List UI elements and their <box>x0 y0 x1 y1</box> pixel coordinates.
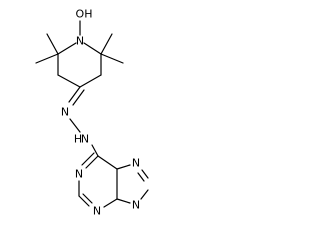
bond-c2-methyl-left <box>35 53 59 64</box>
atom-n-hydrazone-1: N <box>61 106 69 119</box>
bond-n1-c2 <box>57 42 77 55</box>
bond-c4-c5 <box>79 74 102 88</box>
atom-n-purine-3: N <box>93 205 101 218</box>
bond-c2-n3-purine <box>78 195 90 207</box>
atom-n-purine-7: N <box>132 157 140 170</box>
bond-c2-n3-purine-double <box>82 193 93 204</box>
bond-n-n <box>69 118 81 133</box>
bond-c6-methyl-up <box>100 33 113 55</box>
bond-c5-n7-purine <box>116 164 131 170</box>
bond-c3-c4 <box>57 74 81 88</box>
bond-c4-n-hydrazone-b <box>72 89 85 106</box>
bond-c6-n1-purine <box>85 155 99 169</box>
bond-c2-methyl-up <box>46 33 59 55</box>
bond-n9-c4-purine <box>116 198 131 204</box>
chemical-structure-diagram: OH N N N H N N N N <box>35 8 149 218</box>
atom-n-piperidine: N <box>76 35 84 48</box>
bond-c6-n1 <box>83 42 102 55</box>
atom-nh-hydrogen: H <box>74 133 82 146</box>
bond-n7-c8-purine-double <box>137 172 145 182</box>
bond-nh-c6-purine <box>91 144 99 157</box>
bond-c5-c6-purine <box>97 155 118 170</box>
atom-oh: OH <box>76 8 93 21</box>
bond-n7-c8-purine <box>141 169 149 179</box>
bond-c8-n9-purine <box>140 189 149 200</box>
atom-n-purine-9: N <box>132 199 140 212</box>
atom-n-purine-1: N <box>75 168 83 181</box>
bond-c4-n-hydrazone-a <box>68 86 81 103</box>
bonds <box>35 20 149 208</box>
atom-labels: OH N N N H N N N N <box>61 8 140 218</box>
atom-n-hydrazone-2: N <box>81 133 89 146</box>
bond-c6-n1-purine-double <box>81 152 95 166</box>
bond-c6-methyl-right <box>100 53 124 64</box>
bond-n3-c4-purine <box>103 198 118 208</box>
